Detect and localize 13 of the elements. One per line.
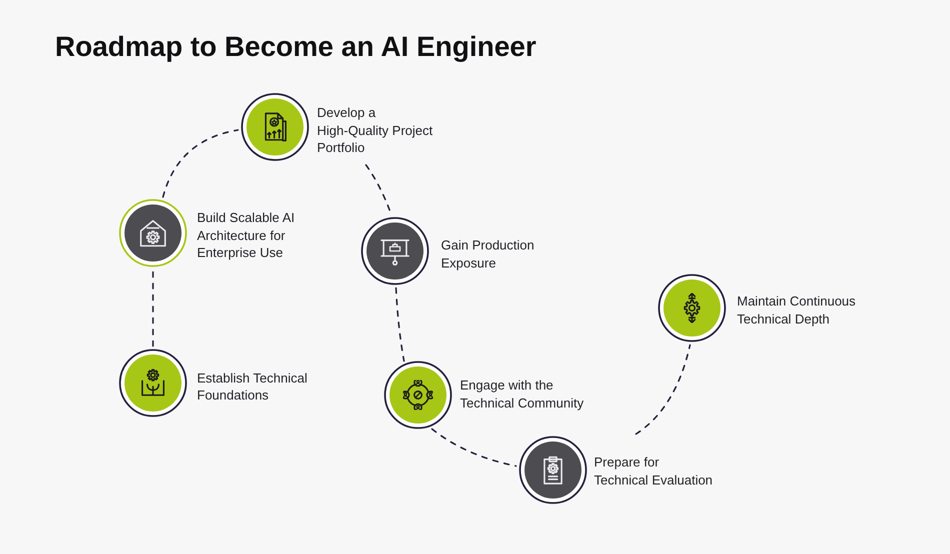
- step-label: Establish Technical Foundations: [197, 369, 308, 404]
- dashed-connector: [162, 129, 239, 198]
- dashed-connector: [152, 269, 154, 347]
- dashed-connector: [395, 287, 405, 362]
- dashed-connector: [431, 428, 517, 467]
- page-title: Roadmap to Become an AI Engineer: [55, 30, 536, 64]
- step-label: Gain Production Exposure: [441, 236, 536, 272]
- step-label: Maintain Continuous Technical Depth: [737, 292, 857, 328]
- step-label: Develop a High-Quality Project Portfolio: [317, 104, 434, 156]
- dashed-connector: [635, 344, 691, 435]
- step-label: Engage with the Technical Community: [460, 376, 585, 412]
- step-label: Build Scalable AI Architecture for Enterprise Use: [197, 208, 296, 262]
- step-label: Prepare for Technical Evaluation: [594, 454, 714, 488]
